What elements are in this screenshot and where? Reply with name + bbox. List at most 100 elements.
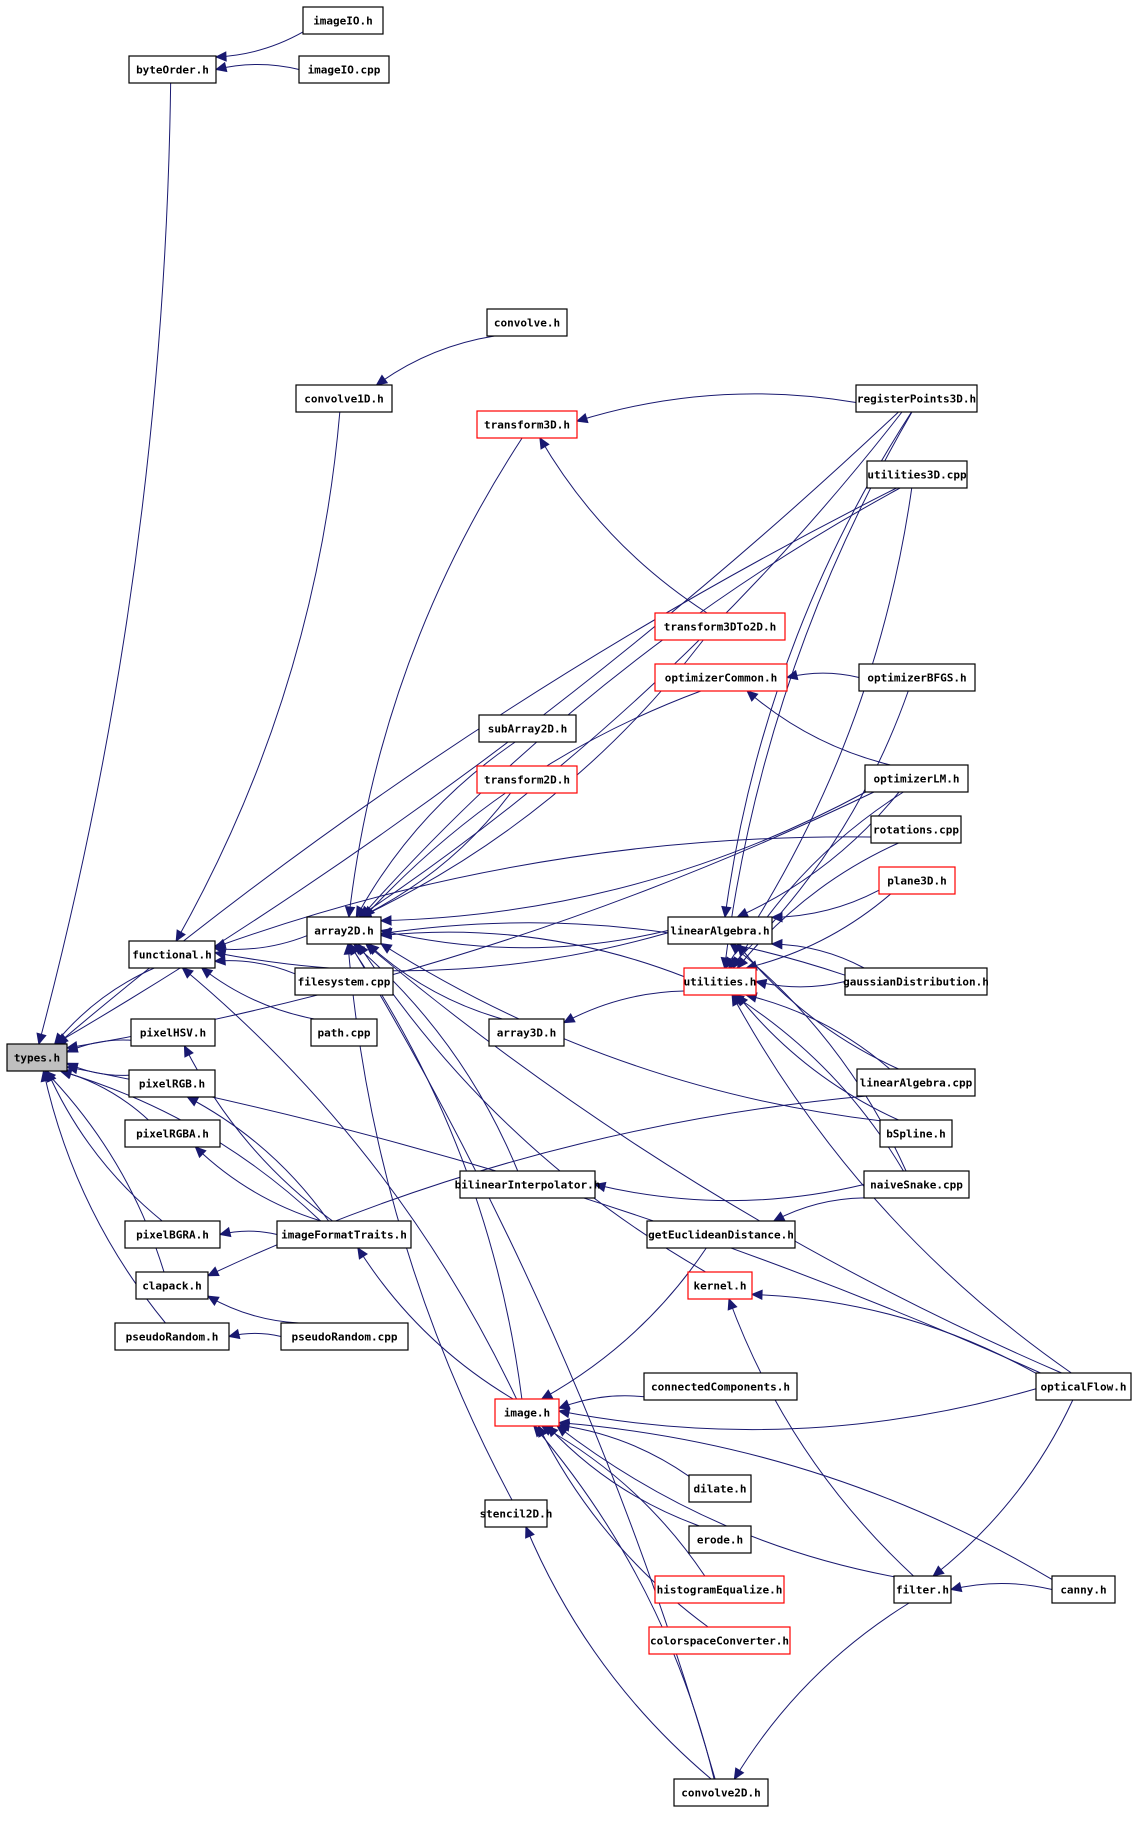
node-box — [6, 1043, 68, 1072]
edge-utilities3-d-cpp-to-utilities-h — [724, 487, 913, 969]
node-label: convolve.h — [494, 317, 560, 330]
node-plane3-d-h[interactable]: plane3D.h — [878, 866, 956, 895]
edge-optical-flow-h-to-utilities-h — [731, 994, 1072, 1374]
node-image-io-h[interactable]: imageIO.h — [302, 6, 384, 35]
node-optimizer-lm-h[interactable]: optimizerLM.h — [864, 764, 969, 793]
node-box — [648, 1626, 791, 1655]
arrowhead-icon — [56, 1033, 69, 1045]
node-types-h[interactable]: types.h — [6, 1043, 68, 1072]
node-colorspace-converter-h[interactable]: colorspaceConverter.h — [648, 1626, 791, 1655]
edge-naive-snake-cpp-to-bilinear-interpolator-h — [594, 1184, 865, 1202]
edge-pixel-bgra-h-to-types-h — [46, 1070, 163, 1222]
node-pseudo-random-h[interactable]: pseudoRandom.h — [114, 1322, 230, 1351]
node-optimizer-bfgs-h[interactable]: optimizerBFGS.h — [858, 663, 976, 692]
edge-convolve-h-to-convolve1-d-h — [376, 335, 495, 386]
node-utilities-h[interactable]: utilities.h — [683, 967, 757, 996]
arrowhead-icon — [186, 1096, 200, 1107]
node-box — [866, 460, 968, 489]
node-label: pixelHSV.h — [140, 1027, 206, 1040]
arrowhead-icon — [227, 1328, 241, 1340]
node-box — [130, 1018, 216, 1047]
node-path-cpp[interactable]: path.cpp — [310, 1018, 378, 1047]
node-box — [870, 815, 962, 844]
edge-optical-flow-h-to-array2-d-h — [365, 943, 1062, 1374]
node-array2-d-h[interactable]: array2D.h — [306, 916, 382, 945]
node-image-h[interactable]: image.h — [494, 1398, 560, 1427]
node-box — [683, 967, 757, 996]
node-linear-algebra-cpp[interactable]: linearAlgebra.cpp — [856, 1068, 976, 1097]
node-connected-components-h[interactable]: connectedComponents.h — [643, 1372, 798, 1401]
node-get-euclidean-distance-h[interactable]: getEuclideanDistance.h — [646, 1220, 796, 1249]
node-box — [893, 1575, 952, 1604]
arrowhead-icon — [344, 905, 356, 919]
node-label: functional.h — [132, 949, 211, 962]
node-filesystem-cpp[interactable]: filesystem.cpp — [294, 967, 394, 996]
node-transform2-d-h[interactable]: transform2D.h — [476, 765, 578, 794]
node-functional-h[interactable]: functional.h — [128, 940, 216, 969]
node-label: convolve2D.h — [681, 1787, 760, 1800]
node-transform3-dto2-d-h[interactable]: transform3DTo2D.h — [654, 612, 786, 641]
arrowhead-icon — [533, 1425, 545, 1438]
node-array3-d-h[interactable]: array3D.h — [488, 1018, 565, 1047]
edge-naive-snake-cpp-to-get-euclidean-distance-h — [773, 1197, 865, 1222]
node-sub-array2-d-h[interactable]: subArray2D.h — [478, 714, 577, 743]
node-optical-flow-h[interactable]: opticalFlow.h — [1035, 1372, 1132, 1401]
node-label: transform3D.h — [484, 419, 570, 432]
node-convolve1-d-h[interactable]: convolve1D.h — [295, 384, 393, 413]
node-box — [863, 1170, 970, 1199]
edge-get-euclidean-distance-h-to-image-h — [541, 1247, 707, 1400]
arrowhead-icon — [557, 1418, 570, 1429]
arrowhead-icon — [379, 942, 393, 954]
node-rotations-cpp[interactable]: rotations.cpp — [870, 815, 962, 844]
node-label: pixelRGB.h — [139, 1078, 205, 1091]
edge-register-points3-d-h-to-array2-d-h — [358, 411, 903, 918]
arrowhead-icon — [557, 1407, 571, 1419]
node-transform3-d-h[interactable]: transform3D.h — [476, 410, 578, 439]
node-linear-algebra-h[interactable]: linearAlgebra.h — [667, 916, 773, 945]
node-convolve2-d-h[interactable]: convolve2D.h — [673, 1778, 769, 1807]
node-box — [488, 1018, 565, 1047]
node-box — [114, 1322, 230, 1351]
node-utilities3-d-cpp[interactable]: utilities3D.cpp — [866, 460, 968, 489]
node-box — [856, 1068, 976, 1097]
node-canny-h[interactable]: canny.h — [1051, 1575, 1116, 1604]
node-naive-snake-cpp[interactable]: naiveSnake.cpp — [863, 1170, 970, 1199]
node-label: imageFormatTraits.h — [281, 1229, 407, 1242]
node-b-spline-h[interactable]: bSpline.h — [879, 1119, 953, 1148]
node-pixel-hsv-h[interactable]: pixelHSV.h — [130, 1018, 216, 1047]
nodes-layer: types.h byteOrder.h imageIO.h imageIO.cpp co… — [6, 6, 1132, 1807]
node-register-points3-d-h[interactable]: registerPoints3D.h — [855, 384, 978, 413]
node-clapack-h[interactable]: clapack.h — [135, 1271, 209, 1300]
node-pixel-rgba-h[interactable]: pixelRGBA.h — [124, 1119, 221, 1148]
node-optimizer-common-h[interactable]: optimizerCommon.h — [654, 663, 788, 692]
node-stencil2-d-h[interactable]: stencil2D.h — [480, 1499, 553, 1528]
node-kernel-h[interactable]: kernel.h — [687, 1271, 753, 1300]
node-pseudo-random-cpp[interactable]: pseudoRandom.cpp — [280, 1322, 409, 1351]
node-label: optimizerCommon.h — [665, 672, 778, 685]
edge-connected-components-h-to-image-h — [558, 1395, 645, 1409]
node-dilate-h[interactable]: dilate.h — [688, 1474, 752, 1503]
arrowhead-icon — [525, 1525, 535, 1539]
node-erode-h[interactable]: erode.h — [688, 1525, 752, 1554]
node-bilinear-interpolator-h[interactable]: bilinearInterpolator.h — [455, 1170, 601, 1199]
node-filter-h[interactable]: filter.h — [893, 1575, 952, 1604]
node-box — [654, 663, 788, 692]
node-byte-order-h[interactable]: byteOrder.h — [128, 55, 217, 84]
node-histogram-equalize-h[interactable]: histogramEqualize.h — [654, 1575, 785, 1604]
edge-gaussian-distribution-h-to-utilities-h — [755, 981, 846, 988]
node-label: plane3D.h — [887, 875, 947, 888]
node-pixel-rgb-h[interactable]: pixelRGB.h — [128, 1069, 216, 1098]
node-convolve-h[interactable]: convolve.h — [486, 308, 568, 337]
node-pixel-bgra-h[interactable]: pixelBGRA.h — [124, 1220, 221, 1249]
node-image-format-traits-h[interactable]: imageFormatTraits.h — [276, 1220, 412, 1249]
arrowhead-icon — [949, 1581, 963, 1593]
node-box — [310, 1018, 378, 1047]
edge-plane3-d-h-to-linear-algebra-h — [771, 889, 880, 918]
node-label: imageIO.h — [313, 15, 373, 28]
edge-canny-h-to-image-h — [558, 1422, 1053, 1580]
node-gaussian-distribution-h[interactable]: gaussianDistribution.h — [843, 967, 989, 996]
node-image-io-cpp[interactable]: imageIO.cpp — [298, 55, 390, 84]
node-box — [654, 1575, 785, 1604]
arrowhead-icon — [750, 1289, 763, 1301]
node-label: rotations.cpp — [873, 824, 959, 837]
